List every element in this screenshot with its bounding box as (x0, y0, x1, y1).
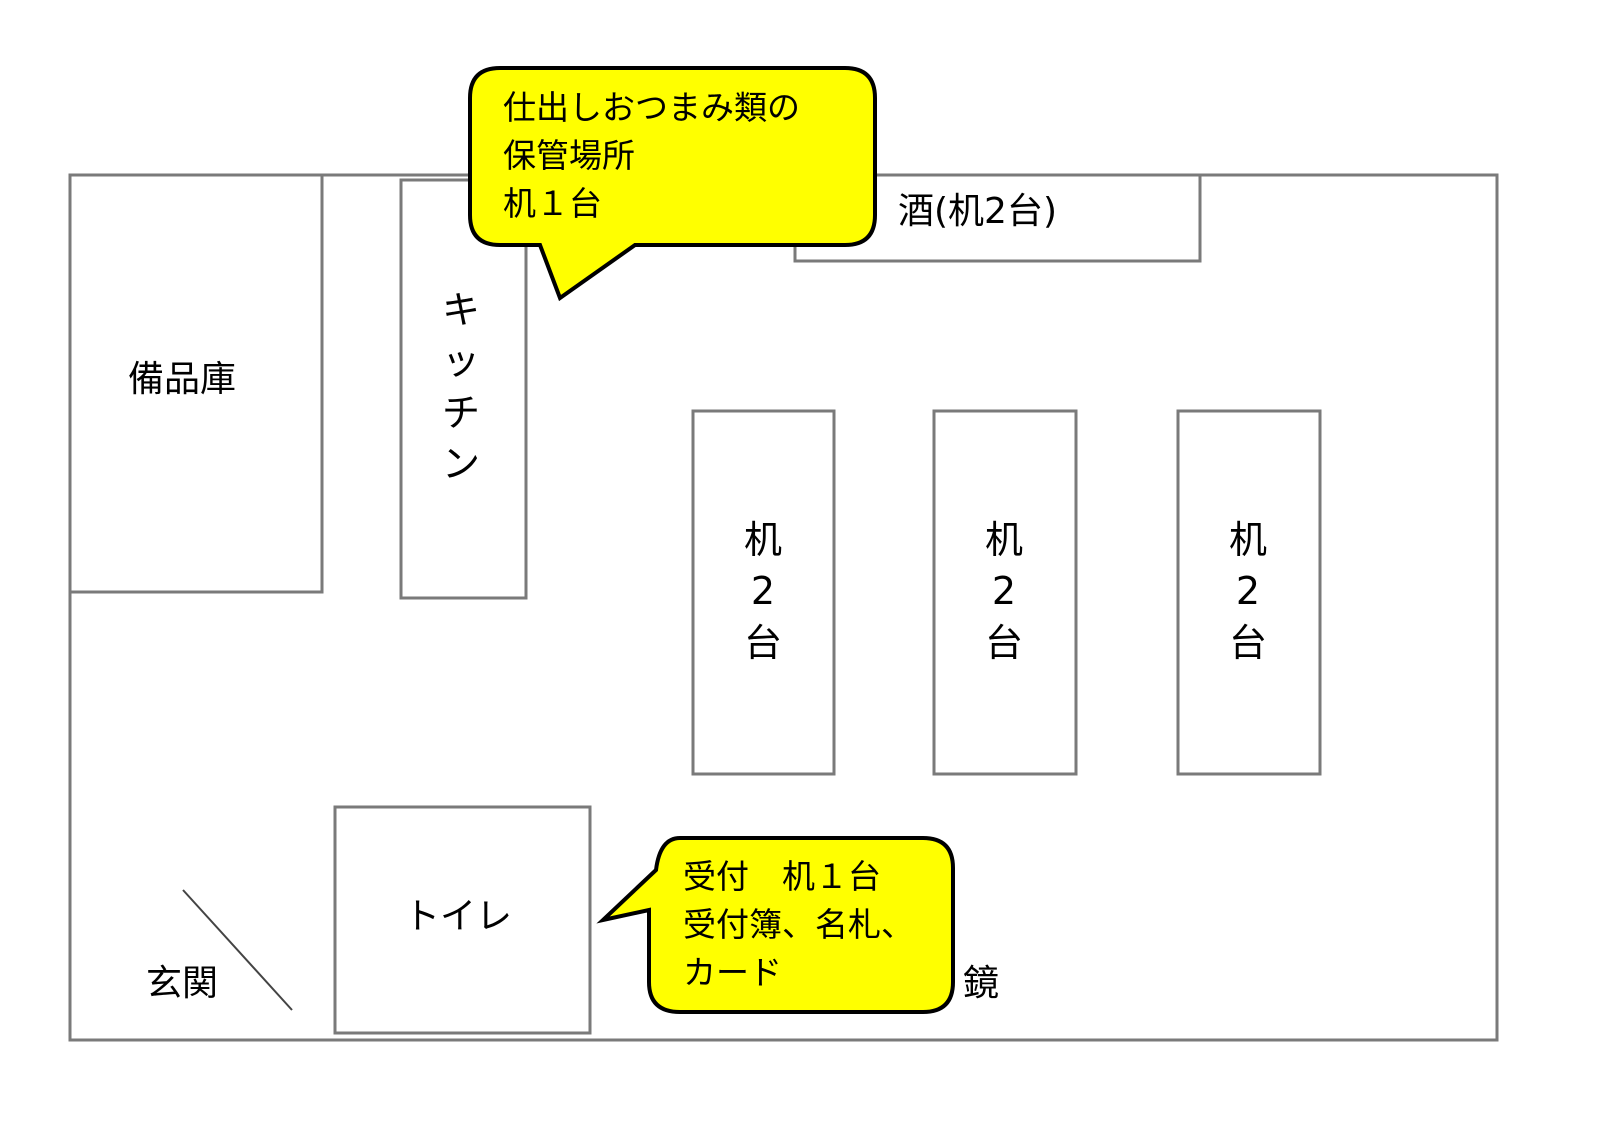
callout-reception-bubble (596, 836, 955, 1014)
desk-3-label: 机 2 台 (1228, 518, 1267, 665)
toilet-label: トイレ (404, 896, 513, 937)
storage-room (68, 173, 324, 594)
desk-3 (1176, 409, 1322, 776)
sake-table-label: 酒(机2台) (898, 191, 1057, 232)
mirror-label: 鏡 (963, 963, 1000, 1004)
desk-2-label: 机 2 台 (984, 518, 1023, 665)
desk-1 (691, 409, 836, 776)
storage-label: 備品庫 (128, 359, 237, 400)
desk-1-label: 机 2 台 (743, 518, 782, 665)
kitchen (399, 178, 528, 600)
callout-snacks-text: 仕出しおつまみ類の 保管場所 机１台 (503, 88, 800, 223)
entrance-door (182, 889, 293, 1011)
toilet (333, 805, 592, 1035)
callout-reception-text: 受付 机１台 受付簿、名札、 カード (683, 857, 914, 992)
desk-2 (932, 409, 1078, 776)
entrance-label: 玄関 (146, 963, 219, 1004)
kitchen-label: キ ッ チ ン (441, 288, 480, 486)
callout-snacks-bubble (468, 66, 877, 302)
